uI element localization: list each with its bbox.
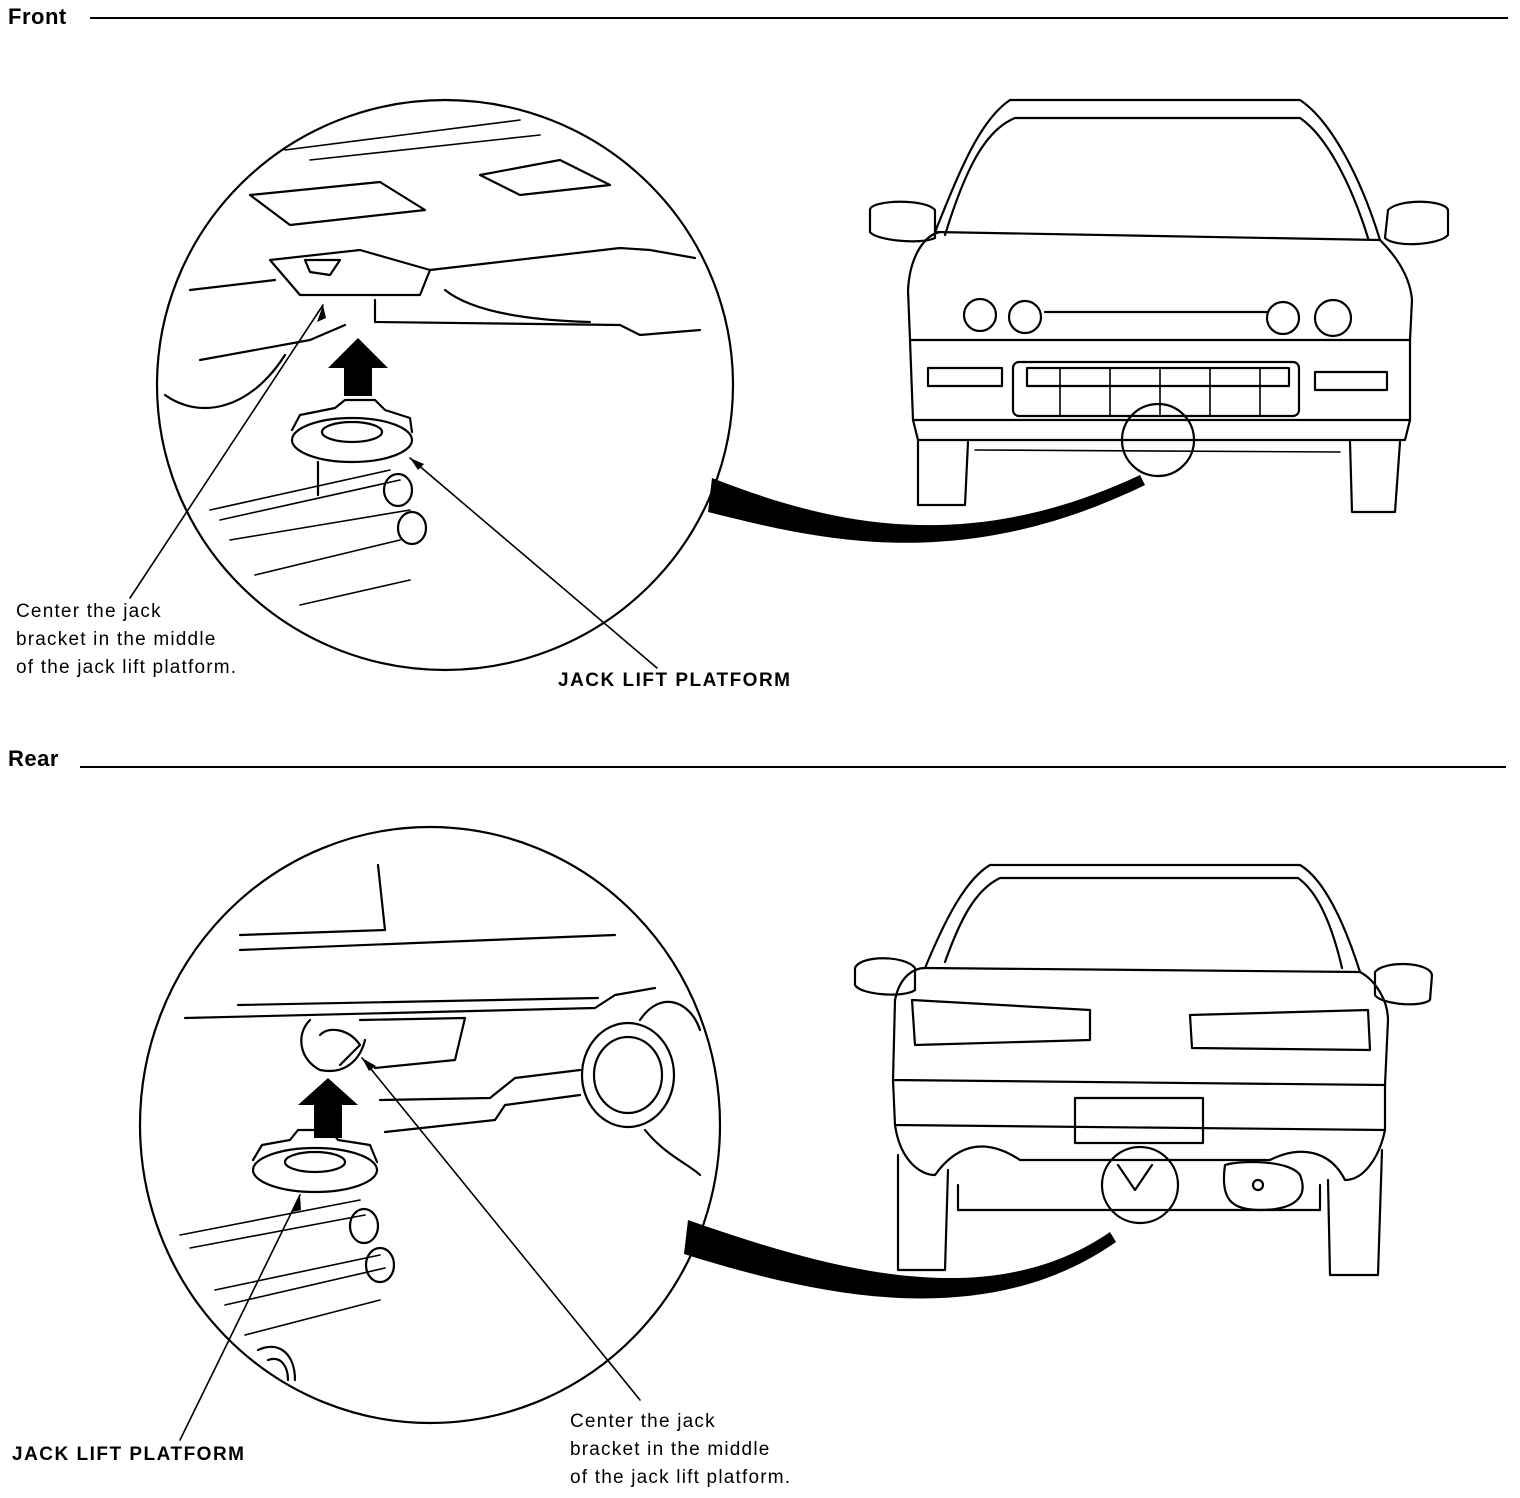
rear-connector-band <box>684 1220 1116 1299</box>
rear-bracket-callout: Center the jack bracket in the middle of… <box>570 1411 792 1488</box>
rear-car-view <box>853 863 1434 1277</box>
rear-detail-magnifier <box>138 825 722 1425</box>
front-car-view <box>868 98 1450 514</box>
front-detail-target-circle <box>1120 402 1196 478</box>
front-up-arrow-icon <box>328 338 388 396</box>
front-bracket-leader <box>129 304 324 599</box>
front-section-title: Front <box>8 4 67 29</box>
front-bracket-callout: Center the jack bracket in the middle of… <box>16 601 238 678</box>
front-platform-leader <box>409 457 658 669</box>
front-platform-callout: JACK LIFT PLATFORM <box>558 670 792 691</box>
rear-detail-target-circle <box>1100 1145 1180 1225</box>
front-connector-band <box>708 475 1145 543</box>
rear-platform-callout: JACK LIFT PLATFORM <box>12 1444 246 1465</box>
rear-bracket-leader <box>361 1057 641 1401</box>
rear-up-arrow-icon <box>298 1078 358 1138</box>
rear-platform-leader <box>179 1194 301 1441</box>
front-section-rule <box>90 17 1508 19</box>
rear-section-title: Rear <box>8 746 59 771</box>
front-detail-magnifier <box>155 98 735 672</box>
rear-section-rule <box>80 766 1506 768</box>
